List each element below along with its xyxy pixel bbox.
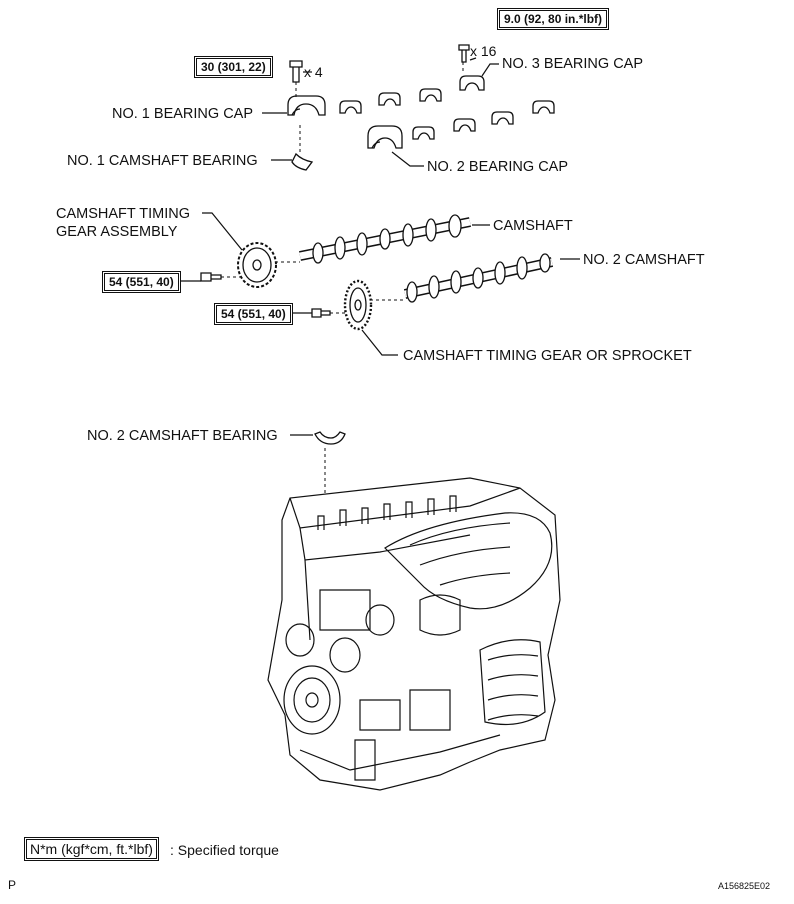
label-no1-camshaft-bearing: NO. 1 CAMSHAFT BEARING — [67, 153, 258, 169]
legend-unit-box: N*m (kgf*cm, ft.*lbf) — [24, 837, 159, 861]
large-bolt-quantity: x 4 — [304, 64, 323, 80]
no2-bearing-cap-icon — [367, 125, 403, 149]
timing-gear-assembly-icon — [237, 242, 277, 288]
no2-camshaft-icon — [403, 253, 554, 303]
torque-spec-sprocket-bolt: 54 (551, 40) — [214, 303, 293, 325]
figure-id: A156825E02 — [718, 881, 771, 891]
torque-spec-small-bolt: 9.0 (92, 80 in.*lbf) — [496, 8, 610, 30]
torque-spec-large-bolt: 30 (301, 22) — [194, 56, 273, 78]
legend-description: : Specified torque — [170, 842, 279, 858]
label-camshaft: CAMSHAFT — [493, 218, 573, 234]
camshaft-icon — [299, 214, 471, 264]
label-no1-bearing-cap: NO. 1 BEARING CAP — [112, 106, 254, 122]
no2-camshaft-bearing-icon — [314, 431, 346, 445]
engine-block-icon — [267, 477, 561, 791]
torque-spec-gear-assembly-bolt: 54 (551, 40) — [102, 271, 181, 293]
label-no2-bearing-cap: NO. 2 BEARING CAP — [427, 159, 569, 175]
label-no3-bearing-cap: NO. 3 BEARING CAP — [502, 56, 644, 72]
bearing-cap-icon — [339, 88, 555, 140]
label-gear-assembly-line1: CAMSHAFT TIMING — [56, 206, 190, 222]
timing-gear-sprocket-icon — [343, 279, 373, 331]
corner-letter: P — [8, 878, 17, 892]
small-bolt-icon — [458, 44, 470, 63]
label-gear-or-sprocket: CAMSHAFT TIMING GEAR OR SPROCKET — [403, 348, 692, 364]
label-no2-camshaft: NO. 2 CAMSHAFT — [583, 252, 705, 268]
label-gear-assembly-line2: GEAR ASSEMBLY — [56, 224, 178, 240]
small-bolt-quantity: x 16 — [470, 43, 497, 59]
large-bolt-icon — [289, 60, 303, 83]
label-no2-camshaft-bearing: NO. 2 CAMSHAFT BEARING — [87, 428, 278, 444]
no1-camshaft-bearing-icon — [291, 152, 314, 171]
no3-bearing-cap-icon — [459, 75, 485, 91]
no1-bearing-cap-icon — [287, 95, 326, 116]
